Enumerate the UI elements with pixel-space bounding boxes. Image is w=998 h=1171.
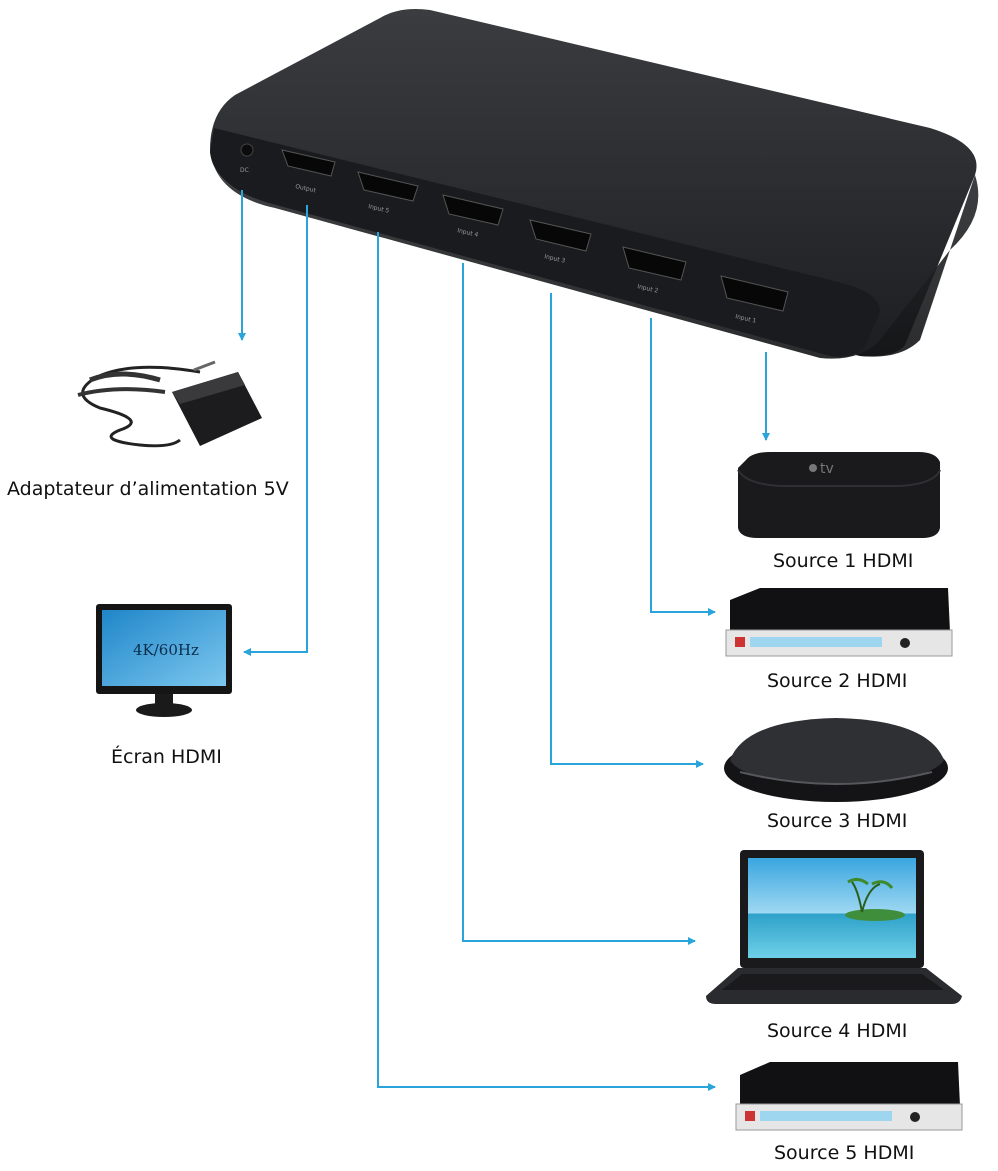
port-label-dc: DC	[240, 167, 249, 174]
line-input2-to-source2	[650, 318, 716, 616]
monitor-image: 4K/60Hz	[96, 604, 232, 717]
source-1-label: Source 1 HDMI	[773, 550, 914, 572]
source-2-label: Source 2 HDMI	[767, 670, 908, 692]
port-label-input-3: Input 3	[544, 253, 566, 265]
hdmi-input-5-port: Input 5	[357, 171, 419, 215]
power-adapter-image	[77, 360, 262, 448]
hdmi-input-2-port: Input 2	[622, 246, 687, 295]
source-4-laptop-image	[706, 850, 962, 1004]
connection-lines	[238, 190, 770, 1091]
monitor-screen-text: 4K/60Hz	[133, 641, 199, 659]
switcher-front-panel	[210, 150, 979, 359]
monitor-label: Écran HDMI	[111, 746, 222, 768]
source-1-set-top-box-image: tv	[737, 452, 941, 538]
line-output-to-monitor	[243, 205, 308, 656]
source-2-dvd-player-image	[725, 588, 953, 657]
source-4-label: Source 4 HDMI	[767, 1020, 908, 1042]
source-1-logo: tv	[820, 461, 834, 477]
line-input5-to-source5	[377, 232, 716, 1091]
power-adapter-label: Adaptateur d’alimentation 5V	[7, 478, 289, 500]
line-input4-to-source4	[462, 263, 696, 945]
hdmi-input-1-port: Input 1	[720, 275, 789, 325]
port-label-input-1: Input 1	[735, 313, 757, 325]
port-label-input-4: Input 4	[457, 227, 479, 239]
line-input3-to-source3	[550, 293, 704, 768]
hdmi-input-3-port: Input 3	[529, 219, 592, 265]
source-5-dvd-player-image	[735, 1062, 963, 1131]
hdmi-output-port: Output	[281, 149, 336, 194]
hdmi-switcher: DC Output Input 5 Input 4 Input 3 Input …	[210, 9, 979, 359]
hdmi-input-4-port: Input 4	[442, 194, 504, 239]
port-label-input-5: Input 5	[368, 203, 390, 215]
source-5-label: Source 5 HDMI	[774, 1142, 915, 1164]
port-label-input-2: Input 2	[637, 283, 659, 295]
dc-power-port: DC	[240, 143, 254, 174]
source-3-streaming-box-image	[724, 718, 948, 802]
port-label-output: Output	[295, 183, 317, 194]
source-3-label: Source 3 HDMI	[767, 810, 908, 832]
